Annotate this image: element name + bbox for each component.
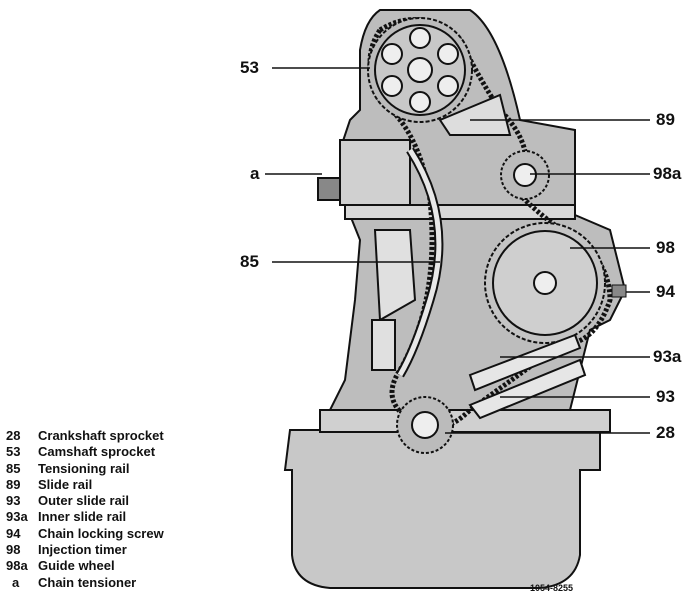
legend-label: Chain tensioner [38, 574, 137, 590]
chain-tensioner-housing [339, 139, 411, 206]
injection-timer [484, 222, 606, 344]
legend-label: Inner slide rail [38, 509, 127, 525]
cylinder-head-deck [344, 204, 576, 220]
outer-slide-rail [468, 358, 587, 420]
legend-num: 85 [6, 460, 21, 476]
callout-94: 94 [656, 282, 675, 301]
callout-89: 89 [656, 110, 675, 129]
legend-label: Slide rail [38, 476, 93, 492]
crankshaft-sprocket [396, 396, 454, 454]
callout-98a: 98a [653, 164, 682, 183]
tensioner-bolt [317, 177, 341, 201]
callout-53: 53 [240, 58, 259, 77]
parts-legend: 28 Crankshaft sprocket 53 Camshaft sprocke… [6, 428, 164, 591]
chain-locking-screw [611, 284, 627, 298]
legend-item: 85 Tensioning rail [6, 461, 164, 477]
legend-num: 93 [6, 493, 21, 509]
legend-item: 93 Outer slide rail [6, 493, 164, 509]
legend-label: Tensioning rail [38, 460, 130, 476]
legend-item: 53 Camshaft sprocket [6, 444, 164, 460]
legend-label: Injection timer [38, 542, 127, 558]
oil-pan [283, 429, 601, 589]
callout-a: a [250, 164, 260, 183]
legend-label: Camshaft sprocket [38, 444, 156, 460]
legend-item: 89 Slide rail [6, 477, 164, 493]
callout-98: 98 [656, 238, 675, 257]
legend-item: 93a Inner slide rail [6, 509, 164, 525]
legend-label: Crankshaft sprocket [38, 428, 164, 443]
callout-28: 28 [656, 423, 675, 442]
guide-wheel [500, 150, 550, 200]
legend-num: 28 [6, 428, 21, 443]
callout-85: 85 [240, 252, 259, 271]
legend-label: Outer slide rail [38, 493, 130, 509]
legend-num: 89 [6, 476, 21, 492]
legend-item: 94 Chain locking screw [6, 526, 164, 542]
callout-93: 93 [656, 387, 675, 406]
legend-num: a [12, 574, 20, 590]
legend-num: 93a [6, 509, 28, 525]
legend-num: 94 [6, 525, 21, 541]
legend-item: 28 Crankshaft sprocket [6, 428, 164, 444]
legend-item: 98a Guide wheel [6, 558, 164, 574]
camshaft-sprocket [367, 17, 473, 123]
callout-93a: 93a [653, 347, 682, 366]
inner-slide-rail [468, 333, 582, 392]
legend-label: Chain locking screw [38, 525, 164, 541]
figure-number: 1054-8255 [530, 583, 574, 593]
legend-num: 98 [6, 542, 21, 558]
legend-item: a Chain tensioner [6, 575, 164, 591]
legend-label: Guide wheel [38, 558, 115, 574]
legend-num: 98a [6, 558, 28, 574]
legend-item: 98 Injection timer [6, 542, 164, 558]
legend-num: 53 [6, 444, 21, 460]
slide-rail [438, 93, 512, 136]
